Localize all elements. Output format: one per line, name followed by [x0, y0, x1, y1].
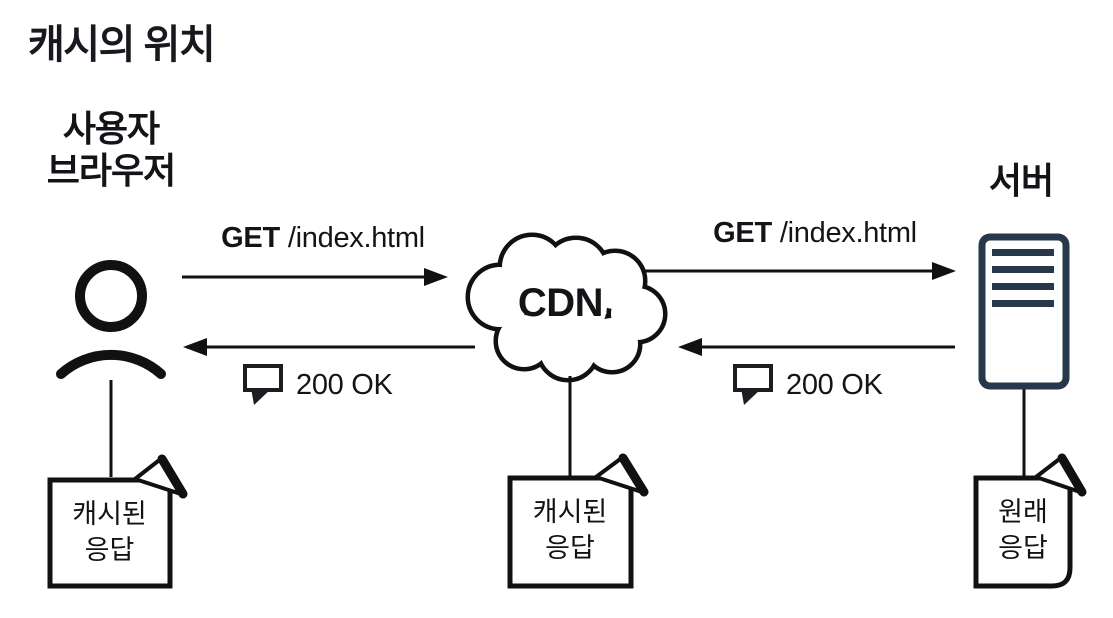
request-path: /index.html — [779, 217, 917, 249]
doc-label-line1: 캐시된 — [72, 499, 147, 529]
arrow-left-icon — [678, 338, 955, 356]
request-method: GET — [713, 217, 772, 249]
server-icon — [978, 233, 1070, 390]
doc-label-line2: 응답 — [545, 532, 595, 563]
speech-bubble-icon — [733, 364, 773, 405]
doc-label-line1: 원래 — [998, 497, 1048, 527]
arrow-left-icon — [183, 338, 475, 356]
document-icon — [47, 454, 188, 589]
document-icon — [507, 453, 649, 589]
request-label-user-to-cdn: GET/index.html — [170, 222, 476, 255]
document-icon — [973, 453, 1087, 589]
response-label-server-to-cdn: 200 OK — [786, 369, 883, 401]
request-method: GET — [221, 222, 280, 254]
origin-response-doc-label: 원래 응답 — [973, 495, 1073, 566]
person-icon — [56, 260, 166, 379]
server-label: 서버 — [988, 160, 1054, 201]
request-path: /index.html — [287, 222, 425, 254]
arrow-right-icon — [182, 268, 448, 286]
cdn-cache-doc-label: 캐시된 응답 — [507, 495, 633, 566]
cloud-icon — [465, 232, 668, 383]
user-label-line2: 브라우저 — [46, 150, 176, 192]
user-label-line1: 사용자 — [62, 108, 160, 149]
page-title: 캐시의 위치 — [28, 23, 216, 67]
browser-cache-doc-label: 캐시된 응답 — [47, 497, 172, 568]
doc-label-line2: 응답 — [84, 534, 135, 565]
connector-lines — [109, 376, 1026, 477]
doc-label-line2: 응답 — [998, 532, 1048, 563]
user-browser-label: 사용자 브라우저 — [11, 108, 211, 193]
arrow-right-icon — [642, 262, 956, 280]
speech-bubble-icon — [243, 364, 283, 405]
doc-label-line1: 캐시된 — [532, 497, 608, 527]
cdn-label: CDN — [517, 281, 604, 325]
request-label-cdn-to-server: GET/index.html — [662, 217, 968, 250]
response-label-cdn-to-user: 200 OK — [296, 369, 393, 401]
